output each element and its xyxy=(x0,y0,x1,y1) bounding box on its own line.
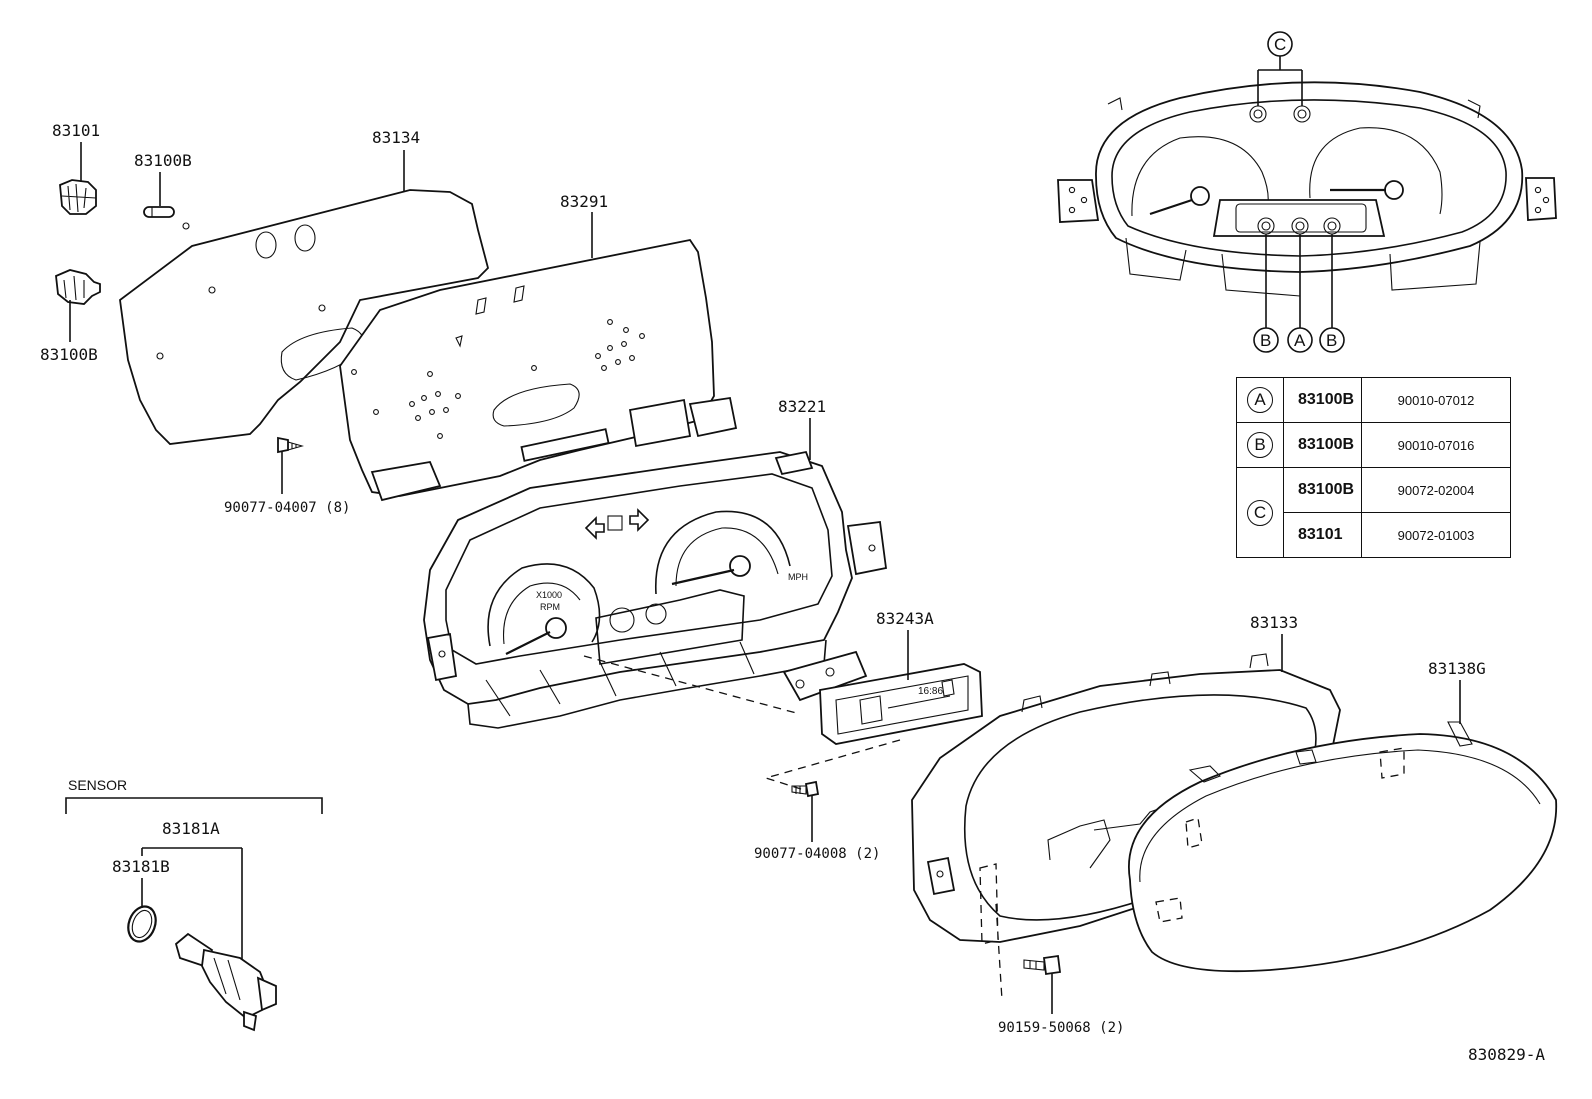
o-ring-83181b-part xyxy=(127,905,157,943)
row-part-cell: 83100B xyxy=(1283,467,1362,513)
row-code-cell: 90072-02004 xyxy=(1361,467,1511,513)
table-row: B 83100B 90010-07016 xyxy=(1236,422,1511,468)
diagram-id: 830829-A xyxy=(1468,1045,1545,1064)
row-key-badge: B xyxy=(1247,432,1273,458)
row-code-cell: 90072-01003 xyxy=(1361,512,1511,558)
label-83291: 83291 xyxy=(560,192,608,211)
label-83101: 83101 xyxy=(52,121,100,140)
label-83100b-left: 83100B xyxy=(40,345,98,364)
label-83243a: 83243A xyxy=(876,609,934,628)
assembly-line-lcd xyxy=(583,655,801,715)
row-code-cell: 90010-07012 xyxy=(1361,377,1511,423)
fastener-reference-table: A 83100B 90010-07012 B 83100B 90010-0701… xyxy=(1236,377,1511,558)
screw-90077-04008-part xyxy=(791,780,820,798)
bulb-83100b-part xyxy=(143,206,175,218)
row-key-badge: A xyxy=(1247,387,1273,413)
label-83134: 83134 xyxy=(372,128,420,147)
label-sensor-group: SENSOR xyxy=(68,777,127,793)
callout-c-letter: C xyxy=(1274,35,1286,54)
callout-b-right-letter: B xyxy=(1326,331,1337,350)
callout-c: C xyxy=(1257,31,1303,106)
table-row: C 83100B 90072-02004 xyxy=(1236,467,1511,558)
label-screw-90159-50068: 90159-50068 (2) xyxy=(998,1020,1124,1036)
row-key-cell: B xyxy=(1236,422,1284,468)
label-83181b: 83181B xyxy=(112,857,170,876)
sensor-group-bracket xyxy=(65,797,323,814)
label-83133: 83133 xyxy=(1250,613,1298,632)
row-part-cell: 83101 xyxy=(1283,512,1362,558)
row-part-cell: 83100B xyxy=(1283,422,1362,468)
row-key-badge: C xyxy=(1247,499,1273,526)
tach-unit-text: RPM xyxy=(540,602,560,612)
screw-90077-04007-part xyxy=(277,436,305,454)
lcd-time-text: 16:86 xyxy=(918,686,943,697)
callout-a-letter: A xyxy=(1294,331,1306,350)
socket-83101-part xyxy=(59,179,97,215)
row-key-cell: C xyxy=(1236,467,1284,558)
lens-dashed-outlines xyxy=(1155,747,1405,923)
circuit-board-83291-part xyxy=(339,238,738,502)
assembly-line-screw-2 xyxy=(763,739,901,791)
label-83181a: 83181A xyxy=(162,819,220,838)
leader-83181a xyxy=(141,847,243,960)
row-key-cell: A xyxy=(1236,377,1284,423)
row-code-cell: 90010-07016 xyxy=(1361,422,1511,468)
socket-83100b-part xyxy=(55,269,101,305)
callout-leaders-bab xyxy=(1265,234,1333,328)
speedo-unit-text: MPH xyxy=(788,572,808,582)
lens-83138g-part xyxy=(1128,721,1558,973)
assembly-line-screw-50068 xyxy=(979,863,1003,1001)
table-row: A 83100B 90010-07012 xyxy=(1236,377,1511,423)
lcd-module-83243a-part: 16:86 xyxy=(782,650,983,745)
callout-b-left-letter: B xyxy=(1260,331,1271,350)
row-part-cell: 83100B xyxy=(1283,377,1362,423)
label-83100b-top: 83100B xyxy=(134,151,192,170)
cluster-rear-view xyxy=(1057,81,1557,297)
sensor-83181a-part xyxy=(174,932,277,1032)
gauge-assembly-83221-part: X1000 RPM MPH xyxy=(423,450,888,729)
label-83138g: 83138G xyxy=(1428,659,1486,678)
tach-scale-text: X1000 xyxy=(536,590,562,600)
callout-b-left: B xyxy=(1253,327,1279,353)
screw-90159-50068-part xyxy=(1023,954,1062,976)
label-83221: 83221 xyxy=(778,397,826,416)
plate-83134-part xyxy=(119,189,490,445)
callout-b-right: B xyxy=(1319,327,1345,353)
callout-a: A xyxy=(1287,327,1313,353)
label-screw-90077-04007: 90077-04007 (8) xyxy=(224,500,350,516)
label-screw-90077-04008: 90077-04008 (2) xyxy=(754,846,880,862)
table-row: 83101 90072-01003 xyxy=(1237,512,1511,558)
